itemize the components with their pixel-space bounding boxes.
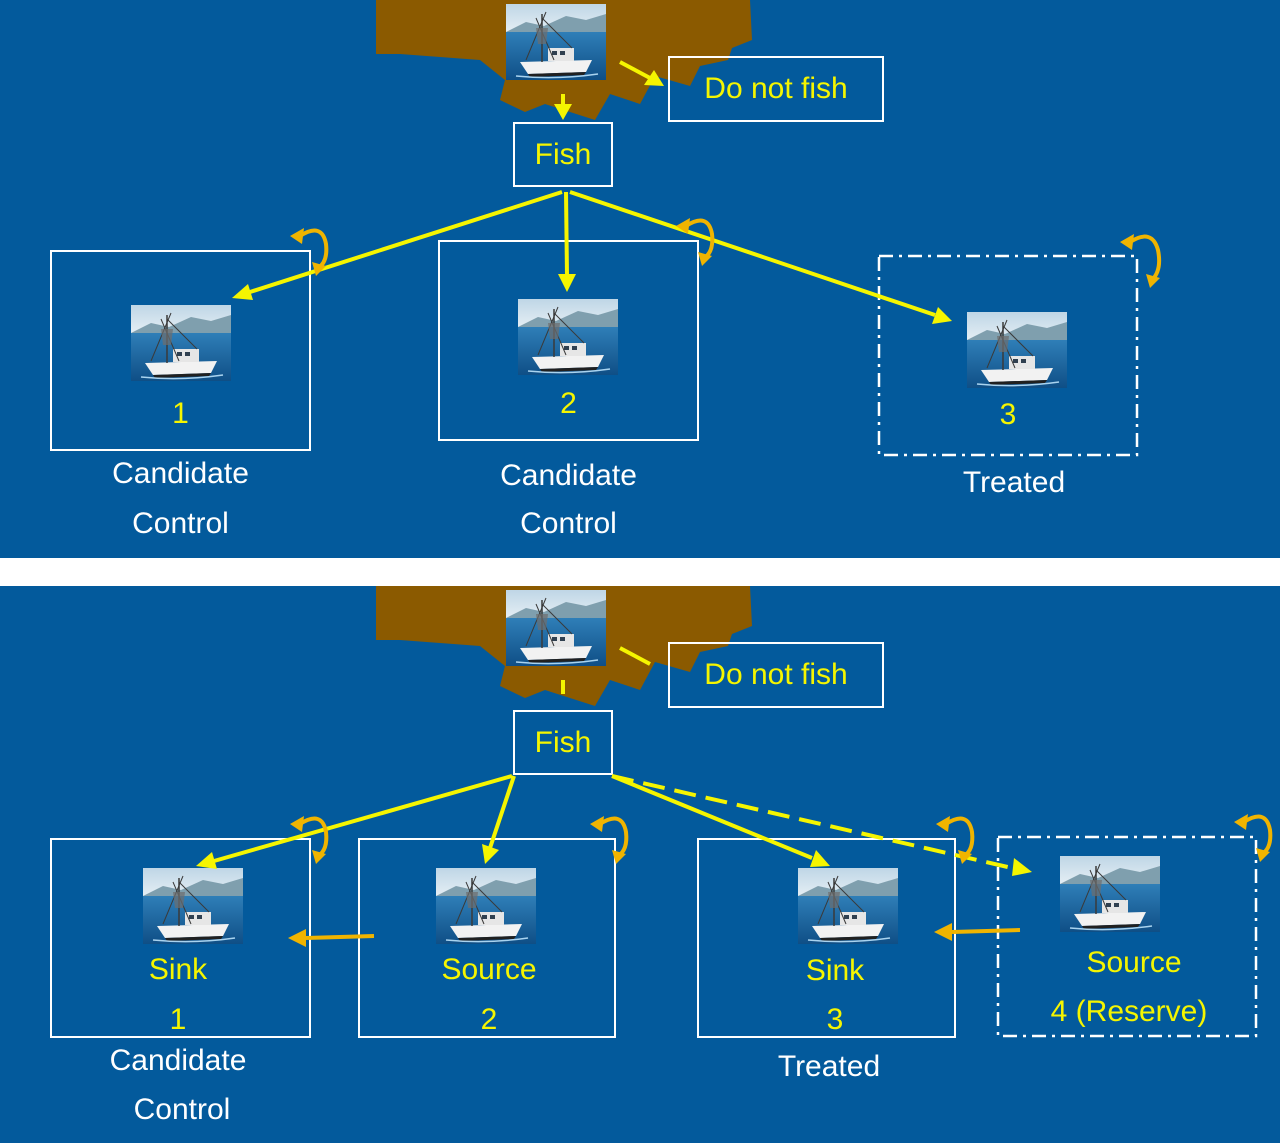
arrow-fish-to-sink-1 [213,774,513,863]
area-3-caption-line1: Treated [777,1050,881,1083]
do-not-fish-box [668,642,884,708]
area-1-number: 1 [172,397,189,430]
circular-return-arrow-icon [298,816,329,858]
arrowhead [232,284,253,300]
arrowhead [554,104,572,120]
area-1-caption-line1: Candidate [109,1044,247,1077]
arrow-fish-to-source-2 [488,775,516,849]
fish-box [513,710,613,775]
area-3-role: Sink [805,954,865,987]
area-3-box [697,838,956,1038]
arrowhead [558,274,576,292]
top-arrows [232,60,1162,324]
area-1-caption-line1: Candidate [112,457,249,490]
circular-return-arrow-icon [1128,234,1162,282]
do-not-fish-label: Do not fish [704,72,848,105]
bottom-arrows [196,646,1273,947]
area-1-caption-line2: Control [133,1093,231,1126]
area-2-role: Source [441,953,537,986]
area-2-caption-line1: Candidate [500,459,637,492]
arrow-source-4-to-sink-3 [951,928,1021,934]
area-3-number: 3 [999,398,1017,431]
area-3-number: 3 [826,1003,844,1036]
area-3-caption-line1: Treated [962,466,1066,499]
arrow-fish-to-area-2 [564,191,569,277]
fish-label: Fish [534,138,592,171]
fish-label: Fish [534,726,592,759]
circular-return-arrow-icon [598,816,629,858]
area-2-caption-line2: Control [520,507,617,540]
area-4-role: Source [1086,946,1182,979]
arrow-fish-to-area-1 [249,190,563,294]
do-not-fish-label: Do not fish [704,658,848,691]
area-4-number: 4 (Reserve) [1050,995,1208,1028]
area-1-role: Sink [148,953,208,986]
do-not-fish-box [668,56,884,122]
arrowhead [644,70,664,86]
arrow-boat-to-do-not-fish [619,646,651,666]
top-panel: Do not fish Fish 1 Candidate Control 2 C… [0,0,1280,558]
arrow-source-2-to-sink-1 [305,934,375,940]
area-2-number: 2 [560,387,577,420]
circular-return-arrow-icon [1242,814,1273,856]
arrow-boat-to-do-not-fish [619,60,651,80]
bottom-panel: Do not fish Fish Sink 1 Candidate Contro… [0,586,1280,1143]
arrow-fish-to-sink-3 [611,774,813,860]
arrowhead [810,850,830,867]
arrowhead [196,852,217,869]
arrowhead [482,844,499,864]
arrow-fish-to-source-4-dashed [611,774,1013,870]
circular-return-arrow-icon [944,816,975,858]
arrowhead [932,307,952,324]
fish-box [513,122,613,187]
area-1-number: 1 [169,1003,187,1036]
area-1-caption-line2: Control [132,507,229,540]
area-2-number: 2 [480,1003,498,1036]
area-1-box [50,250,311,451]
arrowhead [1012,858,1032,876]
circular-return-arrow-icon [298,228,329,270]
arrow-fish-to-area-3 [569,190,936,317]
circular-return-arrow-icon [684,218,715,260]
